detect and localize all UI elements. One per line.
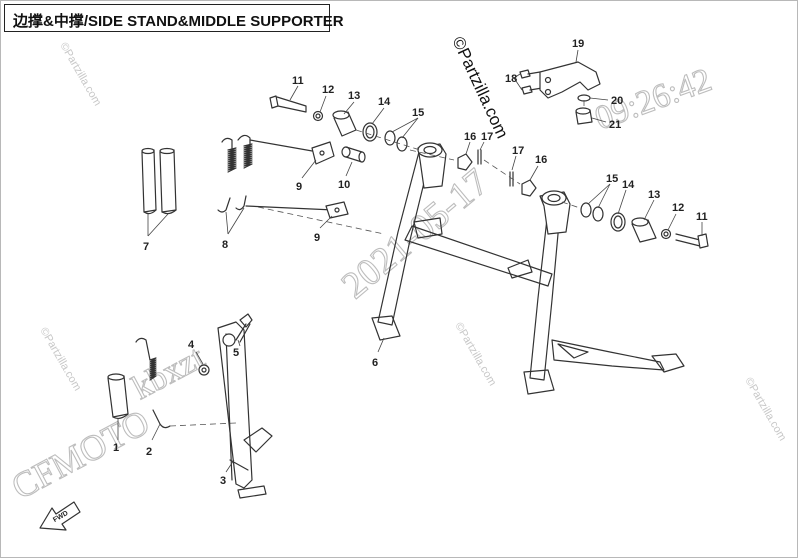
callout-13-left: 13 [348, 90, 360, 102]
callout-14-right: 14 [622, 179, 635, 191]
part-13-bushing-left [332, 110, 357, 137]
callout-17-left: 17 [481, 131, 493, 143]
watermark-partzilla-1: ©Partzilla.com [57, 41, 103, 109]
part-19-bracket [539, 61, 601, 99]
callout-10: 10 [338, 179, 350, 191]
part-5-bolt [235, 313, 253, 343]
page-title: 边撑&中撑/SIDE STAND&MIDDLE SUPPORTER [13, 13, 344, 30]
title-box: 边撑&中撑/SIDE STAND&MIDDLE SUPPORTER [4, 4, 344, 32]
part-11-bolt-left [269, 95, 307, 113]
callout-18: 18 [505, 73, 517, 85]
part-16-nut-left [457, 153, 473, 171]
callout-layer: 1 2 3 4 5 6 7 8 9 9 10 11 [113, 38, 708, 487]
watermark-partzilla-3: ©Partzilla.com [452, 321, 498, 389]
callout-12-left: 12 [322, 84, 334, 96]
watermark-partzilla-2: ©Partzilla.com [37, 326, 83, 394]
callout-16-left: 16 [464, 131, 476, 143]
callout-15-left: 15 [412, 107, 424, 119]
callout-14-left: 14 [378, 96, 391, 108]
callout-7: 7 [143, 241, 149, 253]
partzilla-watermark: ©Partzilla.com [448, 34, 512, 142]
part-12-washer-right [660, 228, 672, 240]
callout-1: 1 [113, 442, 119, 454]
callout-20: 20 [611, 95, 623, 107]
part-9-bracket-upper [311, 141, 335, 165]
assembly-lines [355, 100, 585, 209]
callout-8: 8 [222, 239, 228, 251]
watermark-layer: ©Partzilla.com ©Partzilla.com ©Partzilla… [4, 41, 788, 508]
part-21-rubber [575, 107, 593, 125]
callout-5: 5 [233, 347, 239, 359]
part-4-nut [198, 364, 210, 376]
callout-19: 19 [572, 38, 584, 50]
watermark-partzilla-4: ©Partzilla.com [742, 376, 788, 444]
callout-16-right: 16 [535, 154, 547, 166]
part-10-pin [341, 146, 366, 163]
callout-9-upper: 9 [296, 181, 302, 193]
part-17-pin-left [477, 149, 482, 165]
part-3-side-stand [217, 321, 273, 499]
part-15-washers-left [384, 130, 408, 152]
watermark-user: kbxzt [126, 339, 211, 407]
part-14-ring-right [610, 212, 626, 232]
callout-3: 3 [220, 475, 226, 487]
callout-2: 2 [146, 446, 152, 458]
callout-13-right: 13 [648, 189, 660, 201]
watermark-date: 2021-05-17 [334, 161, 497, 307]
part-12-washer-left [312, 110, 324, 122]
part-13-bushing-right [631, 217, 657, 243]
callout-11-right: 11 [696, 211, 708, 223]
part-15-washers-right [580, 202, 604, 222]
callout-11-left: 11 [292, 75, 304, 87]
callout-6: 6 [372, 357, 378, 369]
callout-21: 21 [609, 119, 621, 131]
part-6-middle-stand [257, 142, 685, 395]
part-16-nut-right [521, 179, 537, 197]
part-1-sleeve [107, 373, 129, 420]
part-7-sleeves [141, 147, 177, 215]
callout-17-right: 17 [512, 145, 524, 157]
part-8-springs [217, 134, 335, 213]
part-14-ring-left [362, 122, 378, 142]
callout-12-right: 12 [672, 202, 684, 214]
callout-4: 4 [188, 339, 195, 351]
part-18-screws [519, 69, 543, 95]
callout-15-right: 15 [606, 173, 618, 185]
watermark-brand: CFMOTO [5, 402, 156, 507]
callout-9-lower: 9 [314, 232, 320, 244]
part-9-bracket-lower [325, 201, 349, 219]
fwd-arrow-icon: FWD [39, 501, 81, 531]
part-11-bolt-right [675, 233, 709, 249]
